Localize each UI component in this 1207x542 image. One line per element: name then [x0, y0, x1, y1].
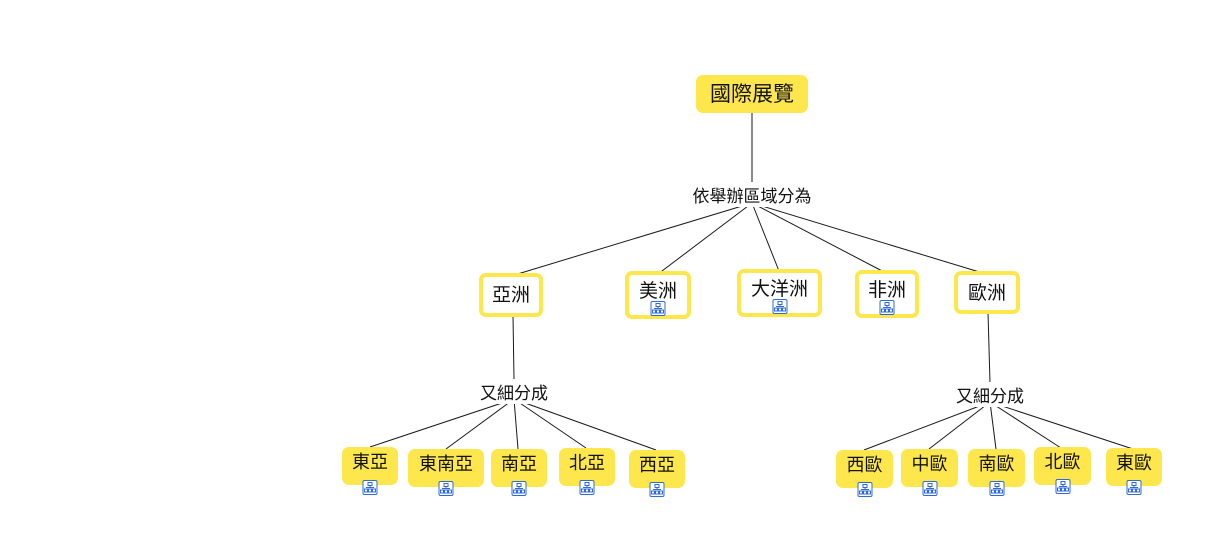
subregion-node-central-europe[interactable]: 中歐 [901, 449, 958, 496]
link-phrase-asia: 又細分成 [478, 379, 550, 404]
root-label: 國際展覽 [710, 82, 794, 106]
subregion-label: 中歐 [911, 454, 948, 475]
submap-icon[interactable] [362, 480, 378, 495]
subregion-node-north-asia[interactable]: 北亞 [559, 448, 615, 495]
subregion-label: 北歐 [1044, 452, 1081, 473]
subregion-node-southeast-asia[interactable]: 東南亞 [408, 449, 484, 496]
region-label: 非洲 [867, 279, 906, 301]
subregion-label: 西歐 [846, 455, 883, 476]
submap-icon[interactable] [1055, 479, 1070, 494]
link-phrase-europe: 又細分成 [954, 382, 1026, 407]
subregion-label: 東歐 [1116, 453, 1152, 474]
submap-icon[interactable] [579, 480, 595, 495]
submap-icon[interactable] [650, 301, 666, 316]
connector [989, 401, 997, 450]
subregion-label: 南亞 [501, 454, 537, 475]
connector [510, 202, 753, 277]
submap-icon[interactable] [511, 481, 527, 496]
subregion-node-east-asia[interactable]: 東亞 [342, 447, 398, 495]
subregion-node-north-europe[interactable]: 北歐 [1034, 447, 1091, 494]
submap-icon[interactable] [857, 482, 872, 497]
connector [751, 202, 887, 274]
subregion-node-south-europe[interactable]: 南歐 [968, 449, 1025, 496]
connector [369, 398, 515, 448]
region-label: 大洋洲 [750, 278, 808, 300]
connector [445, 398, 515, 450]
subregion-label: 西亞 [639, 455, 675, 476]
submap-icon[interactable] [649, 482, 665, 497]
submap-icon[interactable] [772, 299, 787, 314]
subregion-node-south-asia[interactable]: 南亞 [491, 449, 547, 496]
submap-icon[interactable] [922, 481, 937, 496]
region-node-asia[interactable]: 亞洲 [479, 273, 543, 317]
submap-icon[interactable] [989, 481, 1004, 496]
subregion-label: 北亞 [569, 453, 605, 474]
submap-icon[interactable] [1126, 480, 1142, 495]
subregion-node-east-europe[interactable]: 東歐 [1106, 448, 1162, 495]
region-node-africa[interactable]: 非洲 [855, 270, 919, 318]
region-label: 歐洲 [967, 282, 1006, 304]
connector [863, 401, 991, 451]
connector [657, 202, 753, 275]
submap-icon[interactable] [879, 300, 895, 315]
connector [989, 401, 1134, 450]
region-label: 美洲 [638, 280, 677, 302]
root-node[interactable]: 國際展覽 [696, 75, 808, 113]
connector [987, 311, 991, 384]
subregion-node-west-asia[interactable]: 西亞 [629, 450, 685, 497]
connector [989, 401, 1062, 449]
connector [751, 202, 987, 275]
region-label: 亞洲 [491, 284, 530, 306]
connector [513, 398, 519, 450]
region-node-america[interactable]: 美洲 [625, 271, 691, 319]
submap-icon[interactable] [438, 481, 454, 496]
connector [513, 398, 587, 449]
link-phrase-root: 依舉辦區域分為 [690, 182, 814, 207]
connector [928, 401, 991, 450]
connector [512, 314, 515, 381]
connector [751, 202, 780, 272]
subregion-label: 南歐 [978, 454, 1015, 475]
subregion-node-west-europe[interactable]: 西歐 [836, 450, 893, 497]
region-node-oceania[interactable]: 大洋洲 [737, 269, 822, 317]
subregion-label: 東亞 [352, 452, 388, 473]
connector [513, 398, 657, 451]
subregion-label: 東南亞 [419, 454, 473, 475]
region-node-europe[interactable]: 歐洲 [954, 271, 1020, 314]
